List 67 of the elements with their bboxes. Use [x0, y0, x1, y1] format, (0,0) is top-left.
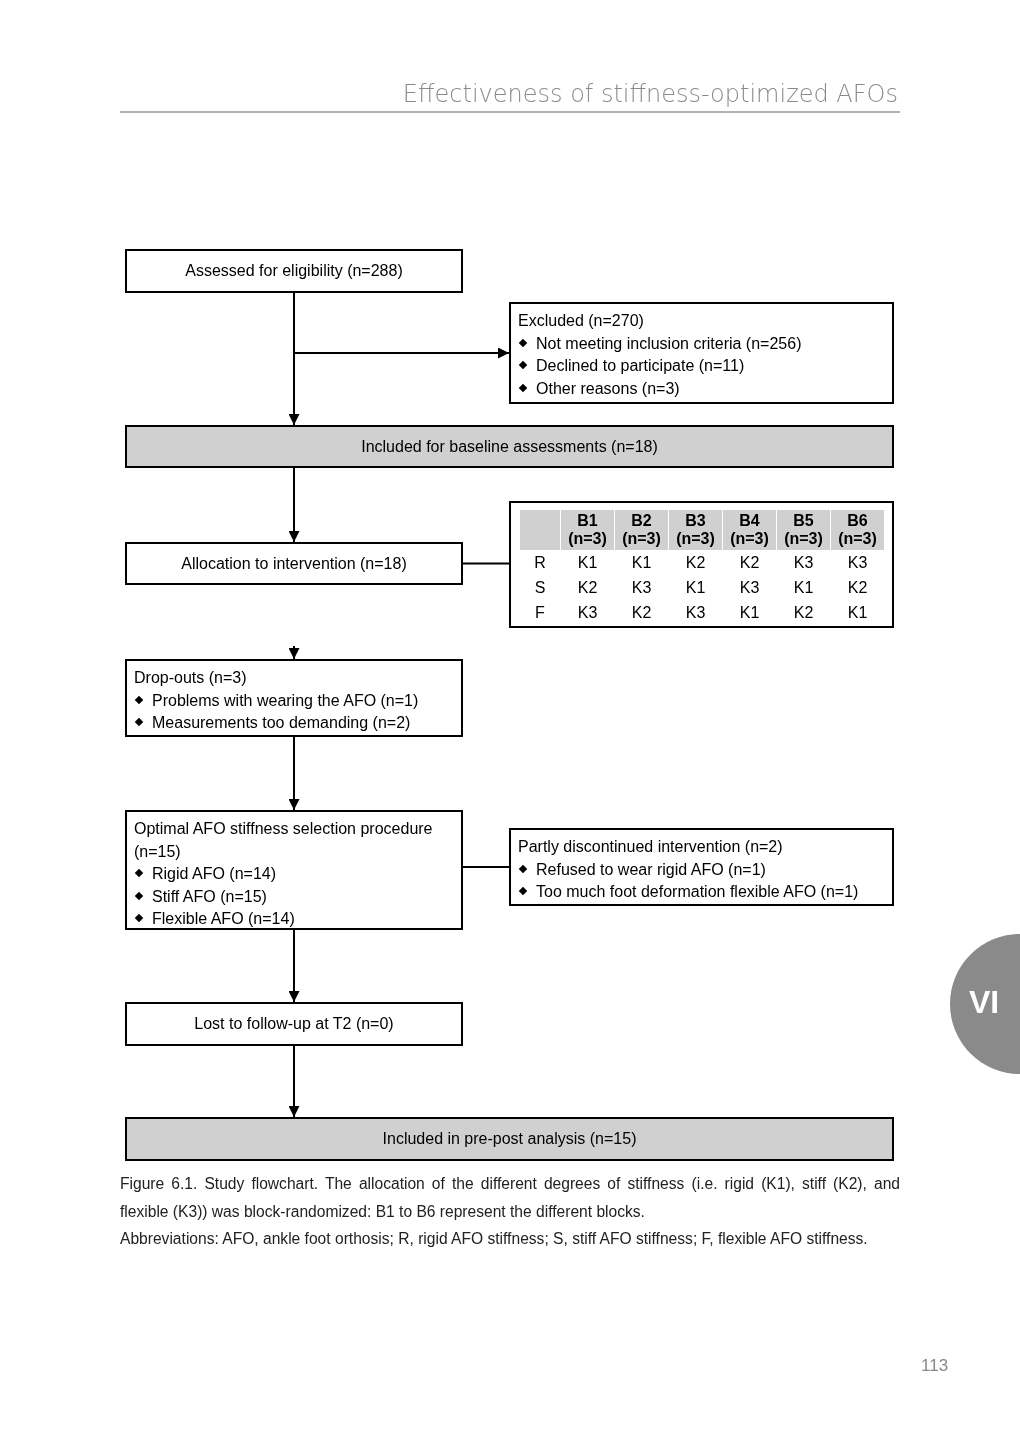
column-header: B6 (n=3)	[831, 509, 884, 550]
arrow	[288, 1045, 300, 1118]
list-item: Not meeting inclusion criteria (n=256)	[536, 333, 802, 354]
arrow	[288, 645, 300, 660]
table-cell-text: K2	[684, 552, 707, 573]
table-cell-text: K3	[630, 577, 653, 598]
column-header: B3 (n=3)	[669, 509, 722, 550]
list-item: Stiff AFO (n=15)	[152, 886, 267, 907]
figure-caption: Figure 6.1. Study flowchart. The allocation of the different degrees of stiffness (i.e. rigid (K1), stiff (K2), and flexible (K3)) was block-randomized: B1 to B6 represent the different blocks.	[120, 1174, 900, 1222]
table-cell-text: K2	[576, 577, 599, 598]
process-box	[125, 1117, 894, 1161]
table-cell-text: K1	[630, 552, 653, 573]
list-box	[509, 828, 894, 906]
table-cell-text: K3	[684, 602, 707, 623]
box-label: Lost to follow-up at T2 (n=0)	[194, 1015, 394, 1033]
list-item: Flexible AFO (n=14)	[152, 909, 295, 929]
column-header: B5 (n=3)	[777, 509, 830, 550]
table-cell-text: K1	[738, 602, 761, 623]
running-header: Effectiveness of stiffness-optimized AFOs	[402, 80, 898, 108]
column-header: B4 (n=3)	[723, 509, 776, 550]
list-box	[125, 810, 463, 930]
table-cell-text: K2	[738, 552, 761, 573]
page-number: 113	[921, 1356, 949, 1376]
arrow	[288, 929, 300, 1003]
box-label: Included in pre-post analysis (n=15)	[382, 1130, 637, 1148]
table-cell-text: K3	[792, 552, 815, 573]
row-header: S	[533, 577, 547, 598]
box-label: Allocation to intervention (n=18)	[181, 554, 407, 573]
table-cell-text: K3	[846, 552, 869, 573]
list-box	[125, 659, 463, 737]
table-cell-text: K2	[792, 602, 815, 623]
box-heading: Optimal AFO stiffness selection procedure (n=15)	[134, 819, 434, 862]
column-header: B1 (n=3)	[561, 509, 614, 550]
arrow	[288, 467, 300, 543]
column-header: B2 (n=3)	[615, 509, 668, 550]
list-item: Refused to wear rigid AFO (n=1)	[536, 859, 766, 880]
arrow	[288, 736, 300, 811]
arrow	[288, 292, 300, 426]
row-header: F	[534, 602, 546, 623]
table-cell-text: K1	[792, 577, 815, 598]
table-box	[509, 501, 894, 628]
table-cell-text: K2	[846, 577, 869, 598]
abbreviations-note: Abbreviations: AFO, ankle foot orthosis; R, rigid AFO stiffness; S, stiff AFO stiffness; F, flexible AFO stiffness.	[120, 1229, 869, 1249]
process-box	[125, 425, 894, 468]
table-cell-text: K1	[846, 602, 869, 623]
list-item: Rigid AFO (n=14)	[152, 864, 277, 884]
row-header: R	[533, 552, 547, 573]
table-cell-text: K1	[684, 577, 707, 598]
list-item: Too much foot deformation flexible AFO (n=1)	[536, 882, 859, 902]
box-heading: Partly discontinued intervention (n=2)	[518, 837, 783, 857]
box-label: Included for baseline assessments (n=18)	[361, 437, 658, 456]
list-item: Problems with wearing the AFO (n=1)	[152, 690, 419, 711]
box-heading: Drop-outs (n=3)	[134, 668, 247, 688]
process-box	[125, 1002, 463, 1046]
table-cell-text: K3	[738, 577, 761, 598]
chapter-number: VI	[969, 984, 1000, 1020]
list-item: Declined to participate (n=11)	[536, 356, 745, 376]
list-item: Measurements too demanding (n=2)	[152, 713, 411, 733]
box-label: Assessed for eligibility (n=288)	[185, 262, 403, 280]
box-heading: Excluded (n=270)	[518, 311, 644, 331]
process-box	[125, 542, 463, 585]
table-cell-text: K1	[576, 552, 599, 573]
table-cell-text: K2	[630, 602, 653, 623]
table-cell-text: K3	[576, 602, 599, 623]
list-box	[509, 302, 894, 404]
process-box	[125, 249, 463, 293]
list-item: Other reasons (n=3)	[536, 378, 680, 399]
